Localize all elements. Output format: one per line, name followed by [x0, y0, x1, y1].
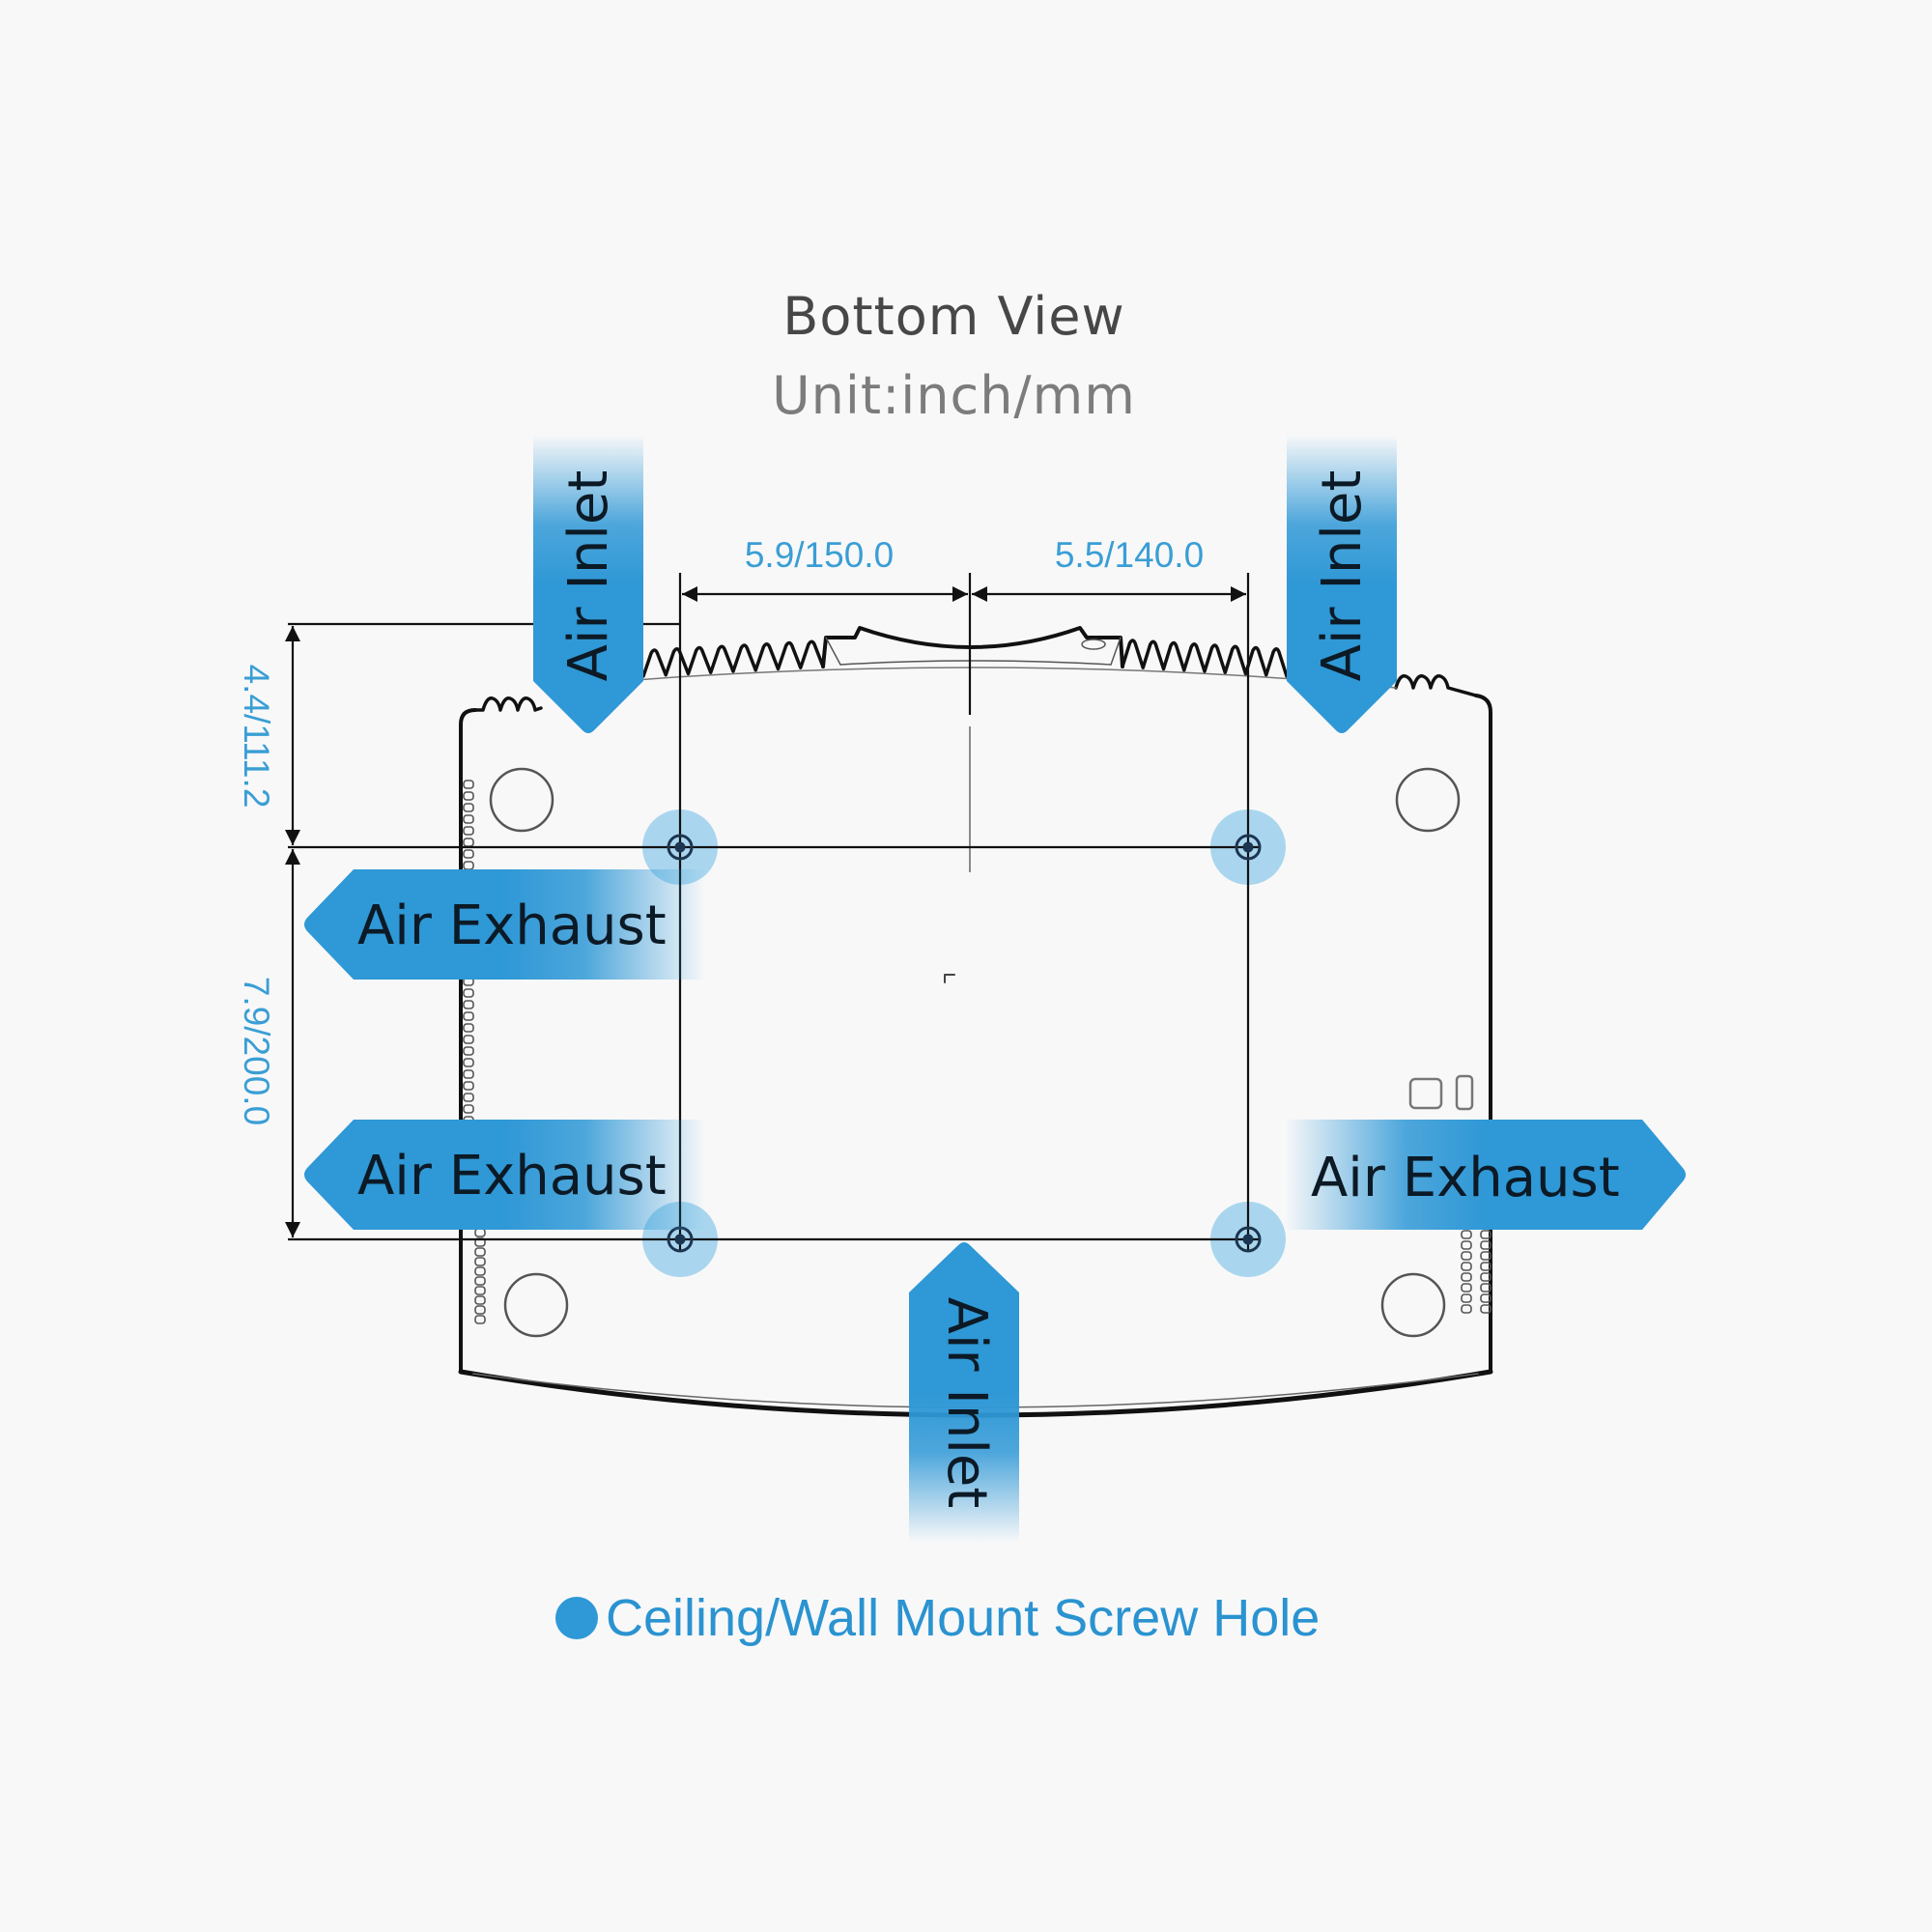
arrow-left-icon	[304, 869, 705, 980]
svg-text:Air Inlet: Air Inlet	[1311, 470, 1374, 682]
air-exhaust-arrow-right: Air Exhaust	[1285, 1120, 1686, 1230]
vent-slot	[463, 838, 474, 847]
vent-slot	[474, 1276, 486, 1286]
vent-slot	[474, 1247, 486, 1257]
air-exhaust-arrow-left-lower: Air Exhaust	[304, 1120, 705, 1230]
screw-hole-icon	[667, 834, 694, 861]
dimension-lines	[285, 573, 1260, 1251]
vent-slot	[1461, 1230, 1472, 1239]
vent-slot	[474, 1286, 486, 1295]
arrow-right-icon	[1285, 1120, 1686, 1230]
svg-text:Air Exhaust: Air Exhaust	[357, 895, 667, 957]
vent-slot	[463, 1011, 474, 1021]
vent-slot	[463, 1104, 474, 1114]
screw-hole-icon	[1235, 834, 1262, 861]
vent-slot	[463, 861, 474, 870]
vent-slot	[1480, 1251, 1492, 1261]
foot-circle	[1395, 767, 1461, 833]
dimension-height-bottom: 7.9/200.0	[237, 977, 276, 1125]
foot-circle	[489, 767, 554, 833]
vent-slot	[1461, 1304, 1472, 1314]
vent-slot	[463, 1093, 474, 1102]
vent-slot	[463, 1046, 474, 1056]
vent-slot	[1461, 1283, 1472, 1293]
legend: Ceiling/Wall Mount Screw Hole	[555, 1588, 1320, 1648]
svg-text:Air Exhaust: Air Exhaust	[357, 1145, 667, 1208]
dimension-height-top: 4.4/111.2	[237, 665, 276, 809]
vent-slot	[463, 1081, 474, 1091]
dimension-width-left: 5.9/150.0	[745, 535, 894, 575]
vent-slot	[1461, 1293, 1472, 1303]
screw-markers	[667, 834, 1262, 1253]
svg-text:Air Inlet: Air Inlet	[557, 470, 620, 682]
foot-circle	[503, 1272, 569, 1338]
port-icon	[1455, 1074, 1474, 1111]
vent-slot	[463, 1058, 474, 1067]
vent-slot	[1480, 1262, 1492, 1271]
vent-slot	[1480, 1304, 1492, 1314]
vent-slot	[1461, 1251, 1472, 1261]
arrow-down-icon	[1287, 435, 1397, 733]
vent-slot	[463, 780, 474, 789]
vent-slot	[463, 814, 474, 824]
vent-slot	[1480, 1293, 1492, 1303]
filled-circle-icon	[555, 1597, 598, 1639]
vent-slot	[463, 826, 474, 836]
vent-slot	[463, 1069, 474, 1079]
arrow-down-icon	[533, 435, 643, 733]
vent-slot	[1480, 1240, 1492, 1250]
vent-slot	[474, 1257, 486, 1266]
svg-text:Air Exhaust: Air Exhaust	[1311, 1147, 1620, 1209]
air-inlet-arrow-top-right: Air Inlet	[1287, 435, 1397, 733]
vent-slot	[474, 1266, 486, 1276]
svg-text:Air Inlet: Air Inlet	[935, 1297, 998, 1509]
vent-slot	[474, 1295, 486, 1305]
vent-slot	[463, 1035, 474, 1044]
vent-slot	[463, 988, 474, 998]
screw-hole-icon	[1235, 1226, 1262, 1253]
vent-slot	[1480, 1272, 1492, 1282]
vent-slot	[474, 1305, 486, 1315]
foot-circle	[1380, 1272, 1446, 1338]
vent-slot	[463, 791, 474, 801]
air-inlet-arrow-bottom: Air Inlet	[909, 1242, 1019, 1543]
screw-holes	[642, 810, 1286, 1277]
vent-slot	[463, 1023, 474, 1033]
vent-slot	[463, 1000, 474, 1009]
diagram-title: Bottom View	[782, 286, 1125, 347]
vent-slot	[474, 1315, 486, 1324]
port-icon	[1408, 1077, 1443, 1110]
vent-slot	[1461, 1262, 1472, 1271]
vent-slot	[1480, 1283, 1492, 1293]
vent-slot	[463, 803, 474, 812]
air-inlet-arrow-top-left: Air Inlet	[533, 435, 643, 733]
dimension-width-right: 5.5/140.0	[1055, 535, 1204, 575]
vent-slot	[1480, 1230, 1492, 1239]
arrow-left-icon	[304, 1120, 705, 1230]
arrow-up-icon	[909, 1242, 1019, 1543]
legend-label: Ceiling/Wall Mount Screw Hole	[606, 1589, 1321, 1647]
vent-slot	[1461, 1240, 1472, 1250]
vent-slot	[474, 1228, 486, 1237]
vent-slot	[463, 849, 474, 859]
unit-label: Unit:inch/mm	[772, 365, 1136, 426]
vent-slot	[1461, 1272, 1472, 1282]
air-exhaust-arrow-left-upper: Air Exhaust	[304, 869, 705, 980]
